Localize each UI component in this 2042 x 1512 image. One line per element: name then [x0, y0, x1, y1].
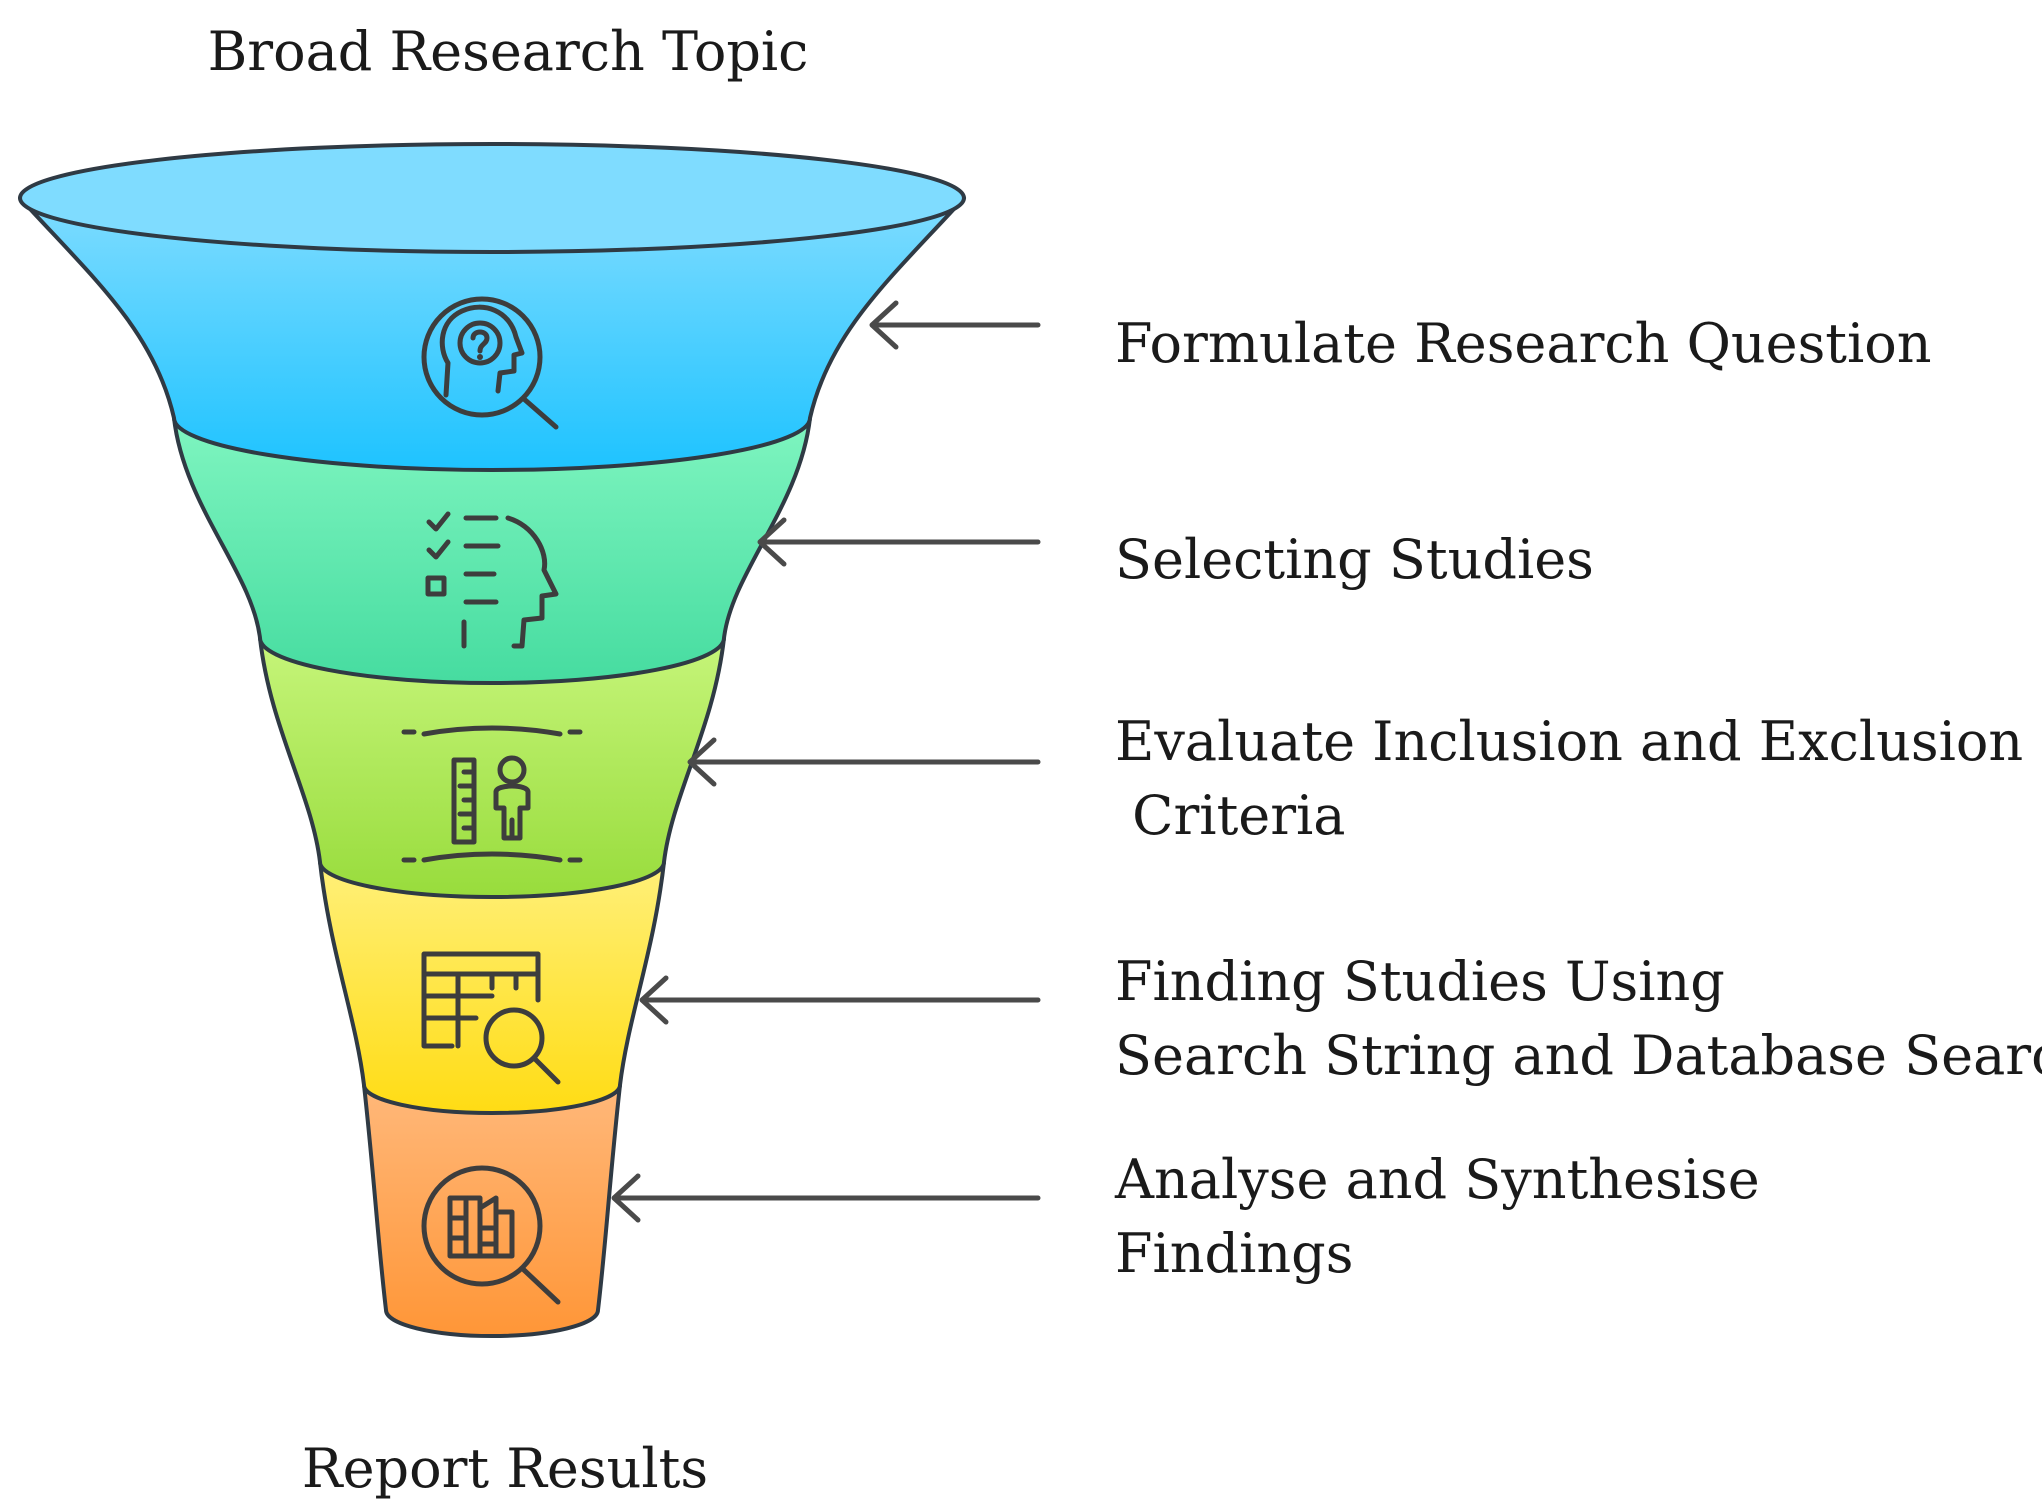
stage-arrow-4	[639, 975, 1041, 1025]
checklist-head-icon	[425, 511, 559, 649]
stage-arrows	[611, 300, 1041, 1223]
stage-3-label-line-2: Criteria	[1115, 784, 1346, 847]
stage-2-label-line-1: Selecting Studies	[1115, 528, 1594, 591]
funnel-top-label: Broad Research Topic	[208, 20, 809, 83]
stage-3-label-line-1: Evaluate Inclusion and Exclusion	[1115, 710, 2023, 773]
funnel-band-5	[362, 1083, 622, 1338]
document-search-icon	[421, 1165, 561, 1305]
stage-5-label-line-2: Findings	[1115, 1222, 1353, 1285]
stage-arrow-3	[687, 737, 1041, 787]
funnel-band-3	[258, 636, 726, 899]
stage-4-label-line-1: Finding Studies Using	[1115, 950, 1725, 1013]
ruler-person-icon	[401, 725, 583, 863]
stage-1-label-line-1: Formulate Research Question	[1115, 312, 1932, 375]
head-question-search-icon	[421, 296, 559, 430]
funnel-bands	[18, 196, 966, 1338]
stage-arrow-5	[611, 1173, 1041, 1223]
funnel-band-2	[172, 416, 812, 685]
funnel-bottom-label: Report Results	[302, 1437, 708, 1500]
stage-arrow-1	[869, 300, 1041, 350]
table-search-icon	[421, 951, 561, 1085]
funnel-band-1	[18, 196, 966, 472]
stage-arrow-2	[757, 517, 1041, 567]
stage-5-label-line-1: Analyse and Synthesise	[1114, 1148, 1760, 1211]
stage-4-label-line-2: Search String and Database Search	[1115, 1024, 2042, 1087]
funnel-top-rim	[18, 142, 966, 254]
